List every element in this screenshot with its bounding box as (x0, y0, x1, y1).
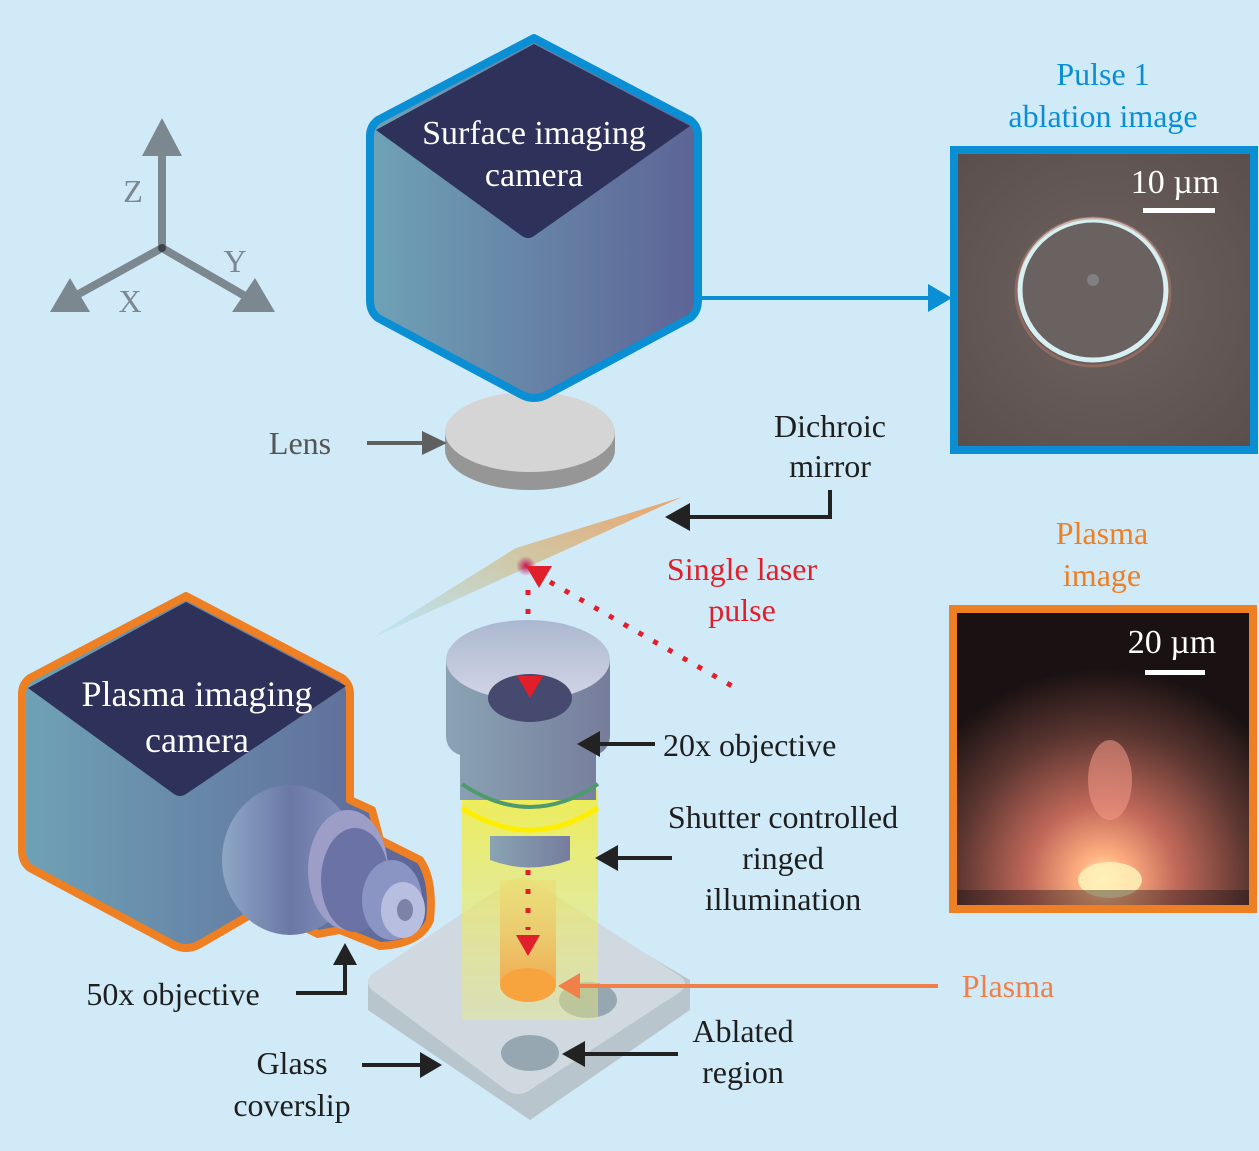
surface-camera-label-line2: camera (485, 157, 583, 194)
glass-label-line1: Glass (256, 1045, 327, 1081)
plasma-label: Plasma (962, 968, 1054, 1004)
objective-50x-pointer-arrow (296, 943, 357, 995)
z-arrowhead-icon (142, 118, 182, 156)
surface-imaging-camera: Surface imaging camera (366, 34, 702, 402)
objective-20x-pointer-arrow (577, 731, 655, 757)
laser-label-line1: Single laser (667, 551, 818, 587)
glass-label-line2: coverslip (233, 1087, 350, 1123)
surface-camera-output-arrow (698, 284, 952, 312)
laser-label-line2: pulse (708, 592, 776, 628)
x-arrowhead-icon (50, 278, 90, 312)
lens-label: Lens (269, 425, 331, 461)
plasma-scale-bar (1145, 670, 1205, 675)
ablation-scale-bar-label: 10 µm (1131, 164, 1220, 201)
plasma-camera-label-line2: camera (145, 720, 249, 760)
plasma-imaging-camera: Plasma imaging camera (18, 592, 435, 952)
laser-arrowhead-icon (517, 676, 543, 698)
ablation-image-title-line2: ablation image (1008, 98, 1197, 134)
dichroic-label-line2: mirror (789, 448, 871, 484)
ablated-spot (501, 1035, 559, 1071)
z-axis-label: Z (123, 173, 143, 209)
shutter-pointer-arrow (595, 845, 672, 871)
ablated-pointer-arrow (562, 1041, 678, 1067)
laser-arrowhead-icon (516, 935, 540, 956)
ablation-image-panel: Pulse 1 ablation image 10 µm (950, 56, 1258, 454)
plasma-spot (500, 968, 556, 1002)
ablation-crater (1017, 217, 1169, 363)
shutter-label-line1: Shutter controlled (668, 799, 898, 835)
ablated-label-line2: region (702, 1054, 784, 1090)
laser-arrowhead-icon (526, 566, 552, 588)
objective-20x-label: 20x objective (663, 727, 836, 763)
plasma-pointer-arrow (558, 973, 938, 999)
coordinate-axes: Z X Y (50, 118, 275, 319)
glass-pointer-arrow (362, 1052, 442, 1078)
shutter-label-line3: illumination (705, 881, 861, 917)
y-axis-label: Y (223, 243, 246, 279)
shutter-label-line2: ringed (742, 840, 824, 876)
ablated-label-line1: Ablated (692, 1013, 793, 1049)
x-axis-label: X (118, 283, 141, 319)
objective-50x-label: 50x objective (86, 976, 259, 1012)
plasma-image-panel: Plasma image 20 µm (949, 515, 1257, 913)
dichroic-pointer-arrow (665, 490, 832, 531)
y-arrowhead-icon (232, 278, 275, 312)
lens-pointer-arrow (367, 431, 447, 455)
plasma-image-title-line1: Plasma (1056, 515, 1148, 551)
20x-objective (446, 620, 610, 868)
surface-camera-label-line1: Surface imaging (422, 115, 646, 152)
plasma-image-title-line2: image (1063, 557, 1141, 593)
dichroic-label-line1: Dichroic (774, 408, 886, 444)
lens (445, 392, 615, 490)
ablation-image-title-line1: Pulse 1 (1056, 56, 1149, 92)
plasma-scale-bar-label: 20 µm (1128, 624, 1217, 661)
plasma-camera-label-line1: Plasma imaging (82, 674, 313, 714)
ablation-scale-bar (1143, 208, 1215, 213)
